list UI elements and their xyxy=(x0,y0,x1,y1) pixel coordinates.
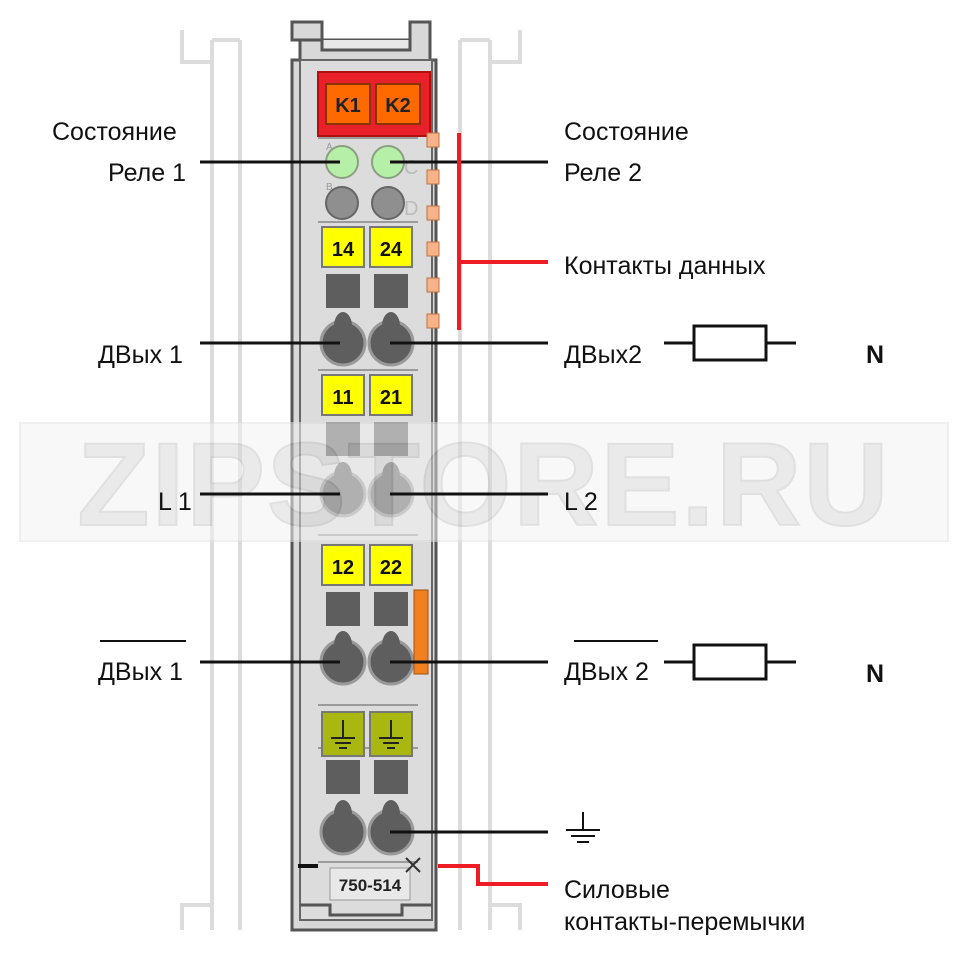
load-resistor-bottom xyxy=(664,643,796,681)
release-slot[interactable] xyxy=(326,760,360,794)
release-slot[interactable] xyxy=(326,274,360,308)
power-jumper-contact xyxy=(413,589,429,675)
led-d xyxy=(371,186,405,220)
data-contacts-label: Контакты данных xyxy=(564,252,766,280)
terminal-11-label: 11 xyxy=(332,387,353,409)
watermark-text: ZIPSTORE.RU xyxy=(77,419,890,551)
led-b-letter: B xyxy=(326,182,333,193)
terminal-block-12-22: 12 22 xyxy=(319,544,429,686)
release-slot[interactable] xyxy=(374,760,408,794)
power-jumper-line2: контакты-перемычки xyxy=(564,908,805,936)
power-jumper-line1: Силовые xyxy=(564,876,670,904)
ground-icon xyxy=(566,812,600,843)
status-relay2-line1: Состояние xyxy=(564,118,689,146)
labels: Состояние Реле 1 Состояние Реле 2 Контак… xyxy=(52,118,884,936)
l2-label: L 2 xyxy=(564,488,598,516)
dout1-top-label: ДВых 1 xyxy=(98,341,183,369)
terminal-block-14-24: 14 24 xyxy=(319,226,415,367)
relay-k1-label: K1 xyxy=(335,95,361,117)
led-a-letter: A xyxy=(326,142,333,153)
status-relay1-line2: Реле 1 xyxy=(108,159,186,187)
terminal-22-label: 22 xyxy=(380,557,402,579)
release-slot[interactable] xyxy=(326,592,360,626)
hourglass-icon xyxy=(405,857,421,873)
relay-header: K1 K2 xyxy=(317,71,431,137)
relay-k2-label: K2 xyxy=(385,95,411,117)
leader-lines xyxy=(200,160,548,834)
led-group: A B C D xyxy=(325,142,418,220)
watermark: ZIPSTORE.RU xyxy=(19,418,949,552)
terminal-24-label: 24 xyxy=(380,239,403,261)
status-relay1-line1: Состояние xyxy=(52,118,177,146)
data-contacts xyxy=(426,132,440,329)
l1-label: L 1 xyxy=(158,488,192,516)
led-c-letter: C xyxy=(404,157,418,179)
release-slot[interactable] xyxy=(374,274,408,308)
terminal-21-label: 21 xyxy=(380,387,402,409)
load-resistor-top xyxy=(664,324,796,362)
relay-k2-button xyxy=(375,83,421,125)
dout2-bottom-label: ДВых 2 xyxy=(564,658,649,686)
dout2-top-label: ДВых2 xyxy=(564,341,642,369)
model-plate: 750-514 xyxy=(298,857,421,901)
relay-k1-button xyxy=(325,83,371,125)
led-b xyxy=(325,186,359,220)
terminal-14-label: 14 xyxy=(332,239,355,261)
release-slot[interactable] xyxy=(374,592,408,626)
red-leaders xyxy=(438,133,548,886)
ground-symbol-icon xyxy=(331,720,355,749)
status-relay2-line2: Реле 2 xyxy=(564,159,642,187)
led-d-letter: D xyxy=(404,198,418,220)
neutral-bottom-label: N xyxy=(866,660,884,688)
model-number: 750-514 xyxy=(339,876,402,895)
neutral-top-label: N xyxy=(866,341,884,369)
ground-symbol-icon xyxy=(379,720,403,749)
dout1-bottom-label: ДВых 1 xyxy=(98,658,183,686)
terminal-12-label: 12 xyxy=(332,557,354,579)
